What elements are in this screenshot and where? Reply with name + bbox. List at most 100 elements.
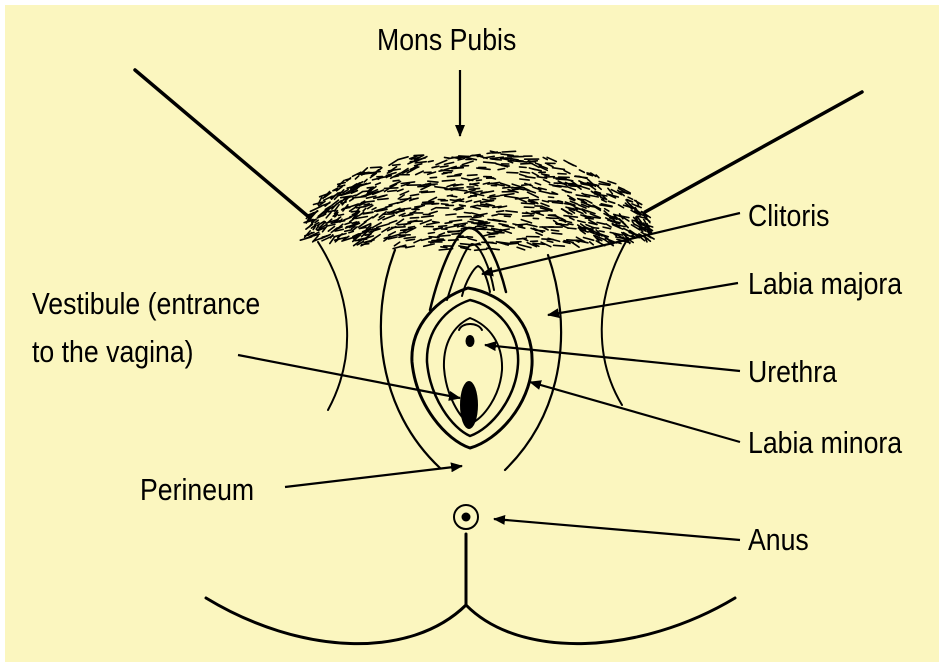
- hair-stroke: [489, 234, 498, 235]
- hair-stroke: [521, 163, 532, 164]
- hair-stroke: [511, 187, 522, 188]
- hair-stroke: [570, 186, 580, 187]
- hair-stroke: [520, 167, 527, 168]
- hair-stroke: [428, 233, 434, 234]
- hair-stroke: [497, 211, 504, 212]
- hair-stroke: [550, 193, 557, 194]
- hair-stroke: [410, 218, 418, 219]
- label-perineum: Perineum: [140, 472, 254, 508]
- hair-stroke: [399, 235, 410, 236]
- hair-stroke: [430, 177, 436, 178]
- hair-stroke: [475, 249, 487, 250]
- hair-stroke: [451, 185, 463, 186]
- hair-stroke: [592, 228, 599, 229]
- hair-stroke: [511, 242, 522, 243]
- hair-stroke: [409, 227, 415, 228]
- hair-stroke: [339, 214, 344, 215]
- hair-stroke: [442, 180, 454, 181]
- hair-stroke: [492, 159, 501, 160]
- hair-stroke: [554, 245, 565, 246]
- label-anus: Anus: [748, 522, 809, 558]
- hair-stroke: [451, 196, 457, 197]
- hair-stroke: [552, 202, 563, 203]
- hair-stroke: [484, 162, 496, 163]
- hair-stroke: [548, 201, 560, 202]
- hair-stroke: [578, 228, 584, 229]
- hair-stroke: [428, 181, 438, 182]
- hair-stroke: [439, 226, 447, 227]
- hair-stroke: [367, 187, 373, 188]
- hair-stroke: [468, 175, 478, 176]
- hair-stroke: [438, 235, 451, 236]
- hair-stroke: [476, 226, 484, 227]
- hair-stroke: [484, 225, 494, 226]
- hair-stroke: [527, 161, 537, 162]
- hair-stroke: [433, 222, 440, 223]
- hair-stroke: [393, 180, 399, 181]
- hair-stroke: [446, 214, 456, 215]
- hair-stroke: [531, 200, 538, 201]
- label-clitoris: Clitoris: [748, 198, 829, 234]
- hair-stroke: [504, 216, 510, 217]
- urethral-opening: [466, 335, 475, 347]
- hair-stroke: [420, 191, 428, 192]
- hair-stroke: [568, 224, 573, 225]
- hair-stroke: [414, 155, 424, 156]
- hair-stroke: [362, 244, 369, 245]
- hair-stroke: [467, 237, 473, 238]
- hair-stroke: [516, 224, 528, 225]
- hair-stroke: [452, 233, 461, 234]
- hair-stroke: [551, 230, 558, 231]
- hair-stroke: [445, 222, 452, 223]
- hair-stroke: [378, 199, 388, 200]
- anal-opening: [462, 513, 471, 522]
- hair-stroke: [585, 218, 593, 219]
- hair-stroke: [364, 241, 372, 242]
- hair-stroke: [498, 214, 511, 215]
- vaginal-opening-rim: [463, 389, 475, 407]
- hair-stroke: [441, 247, 447, 248]
- hair-stroke: [426, 184, 435, 185]
- hair-stroke: [556, 179, 566, 180]
- hair-stroke: [365, 212, 372, 213]
- hair-stroke: [536, 211, 548, 212]
- hair-stroke: [490, 195, 495, 196]
- hair-stroke: [523, 213, 535, 214]
- hair-stroke: [468, 222, 473, 223]
- hair-stroke: [428, 161, 433, 162]
- hair-stroke: [353, 187, 359, 188]
- label-labia-majora: Labia majora: [748, 266, 902, 302]
- hair-stroke: [371, 167, 381, 168]
- hair-stroke: [469, 188, 479, 189]
- hair-stroke: [522, 203, 535, 204]
- hair-stroke: [461, 228, 473, 229]
- hair-stroke: [362, 191, 371, 192]
- hair-stroke: [356, 207, 364, 208]
- hair-stroke: [477, 180, 482, 181]
- hair-stroke: [552, 233, 562, 234]
- hair-stroke: [464, 213, 470, 214]
- label-labia-minora: Labia minora: [748, 425, 902, 461]
- hair-stroke: [542, 239, 553, 240]
- hair-stroke: [457, 236, 463, 237]
- hair-stroke: [492, 215, 497, 216]
- hair-stroke: [544, 174, 549, 175]
- hair-stroke: [418, 186, 429, 187]
- hair-stroke: [549, 197, 554, 198]
- hair-stroke: [517, 238, 526, 239]
- label-vestibule-line2: to the vagina): [32, 334, 194, 370]
- hair-stroke: [449, 240, 459, 241]
- hair-stroke: [520, 179, 529, 180]
- hair-stroke: [383, 214, 394, 215]
- hair-stroke: [447, 176, 460, 177]
- hair-stroke: [481, 192, 486, 193]
- hair-stroke: [446, 189, 457, 190]
- hair-stroke: [503, 187, 510, 188]
- label-mons-pubis: Mons Pubis: [377, 22, 516, 58]
- hair-stroke: [460, 205, 466, 206]
- hair-stroke: [502, 151, 515, 152]
- label-urethra: Urethra: [748, 354, 837, 390]
- hair-stroke: [447, 195, 452, 196]
- hair-stroke: [441, 170, 453, 171]
